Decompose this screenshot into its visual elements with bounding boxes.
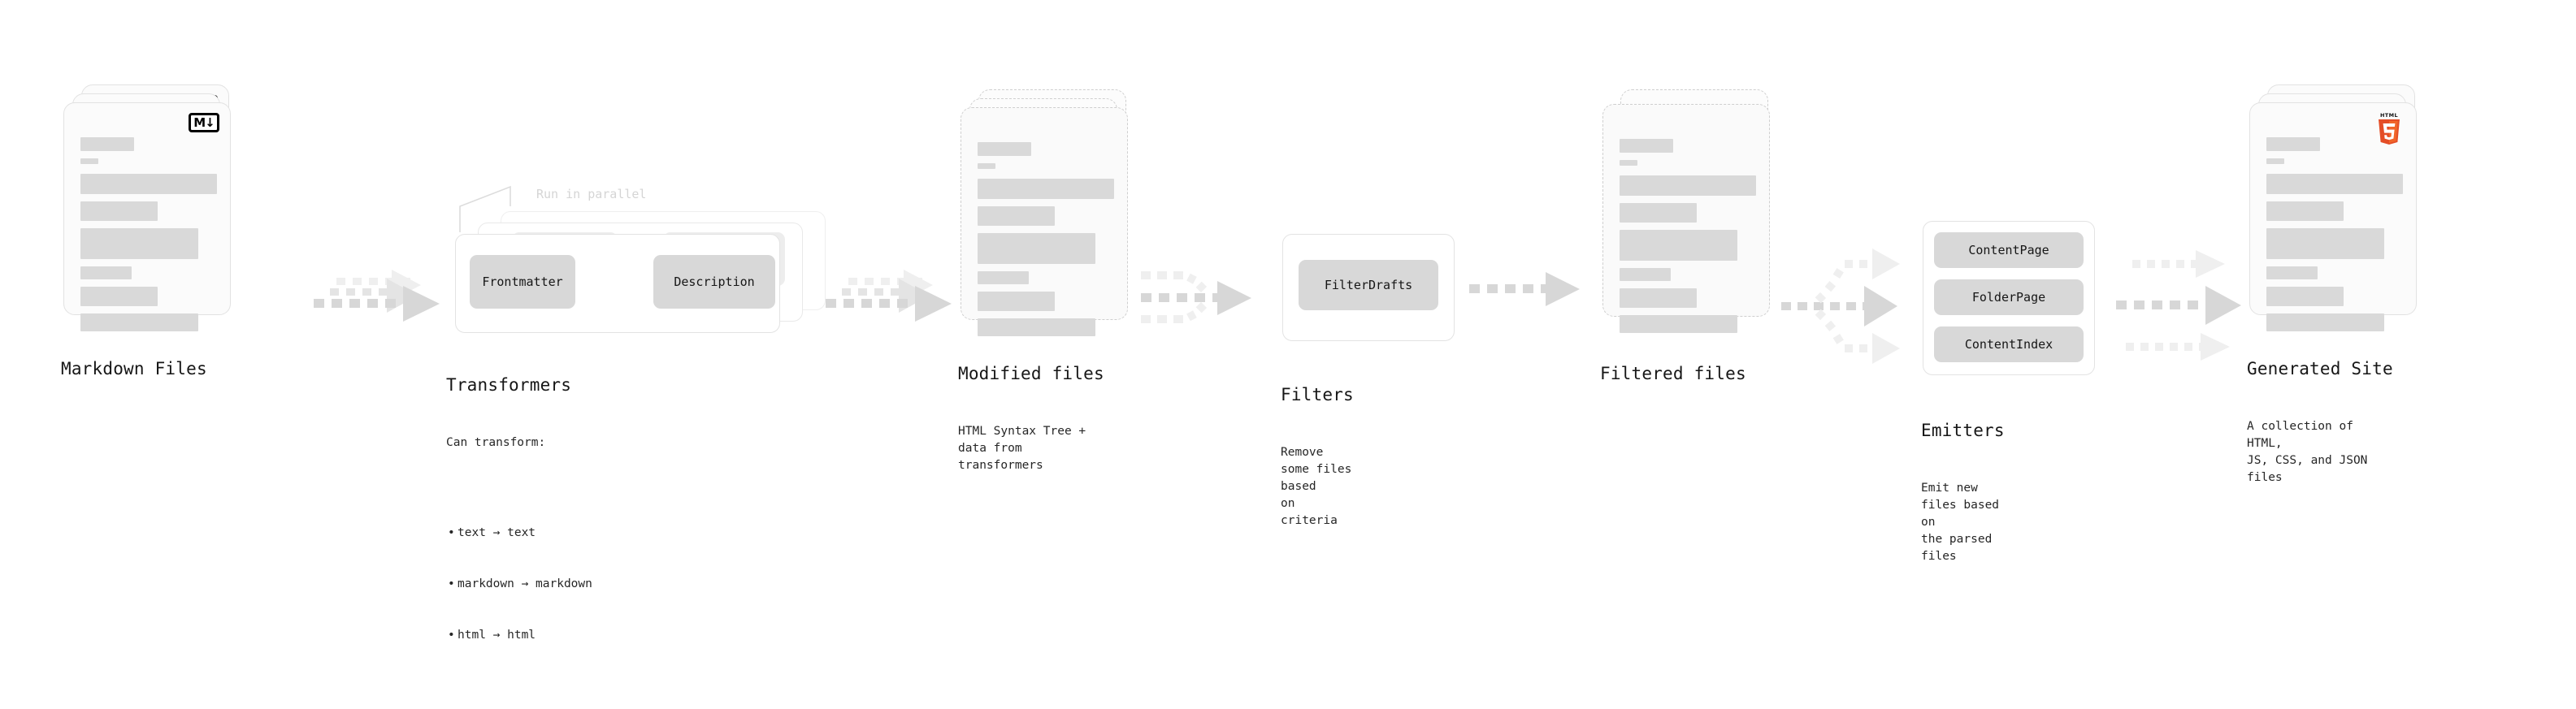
- forking-dotted-arrow-icon: [1781, 249, 1900, 364]
- skeleton-bar: [80, 137, 134, 151]
- stacked-dotted-arrow-icon: [314, 270, 440, 322]
- caption-filtered-files: Filtered files: [1600, 333, 1746, 415]
- stage-subtitle: Remove some files based on criteria: [1281, 446, 1352, 528]
- skeleton-bar: [1620, 315, 1737, 333]
- stage-title: Transformers: [446, 375, 572, 395]
- html5-badge: HTML: [2375, 111, 2403, 145]
- skeleton-bar: [1620, 139, 1673, 153]
- skeleton-bar: [1620, 203, 1697, 223]
- skeleton-bar: [978, 292, 1055, 311]
- skeleton-bar: [978, 271, 1029, 284]
- skeleton-bar: [2266, 158, 2284, 164]
- stacked-dotted-arrow-icon: [826, 270, 952, 322]
- caption-generated-site: Generated Site A collection of HTML, JS,…: [2247, 328, 2393, 517]
- document-skeleton-lines: [2266, 137, 2403, 339]
- skeleton-bar: [2266, 174, 2403, 194]
- arrow-markdown-to-transformers: [307, 270, 445, 339]
- skeleton-bar: [2266, 266, 2318, 279]
- skeleton-bar: [978, 206, 1055, 226]
- skeleton-bar: [2266, 201, 2344, 221]
- caption-filters: Filters Remove some files based on crite…: [1281, 354, 1354, 560]
- modified-file-front: [961, 107, 1128, 336]
- stage-title: Filters: [1281, 385, 1354, 404]
- skeleton-bar: [1620, 175, 1756, 196]
- transform-list: text → text markdown → markdown html → h…: [446, 491, 592, 678]
- markdown-file-front: M↓: [63, 102, 231, 331]
- document-skeleton-lines: [1620, 139, 1756, 340]
- skeleton-bar: [2266, 137, 2320, 151]
- dotted-arrow-icon: [1469, 272, 1580, 306]
- skeleton-bar: [80, 287, 158, 306]
- stage-title: Modified files: [958, 364, 1104, 383]
- skeleton-bar: [978, 318, 1095, 336]
- skeleton-bar: [80, 228, 198, 259]
- arrow-emitters-to-site: [2105, 236, 2243, 374]
- svg-text:HTML: HTML: [2380, 112, 2398, 119]
- document-skeleton-lines: [978, 142, 1114, 344]
- skeleton-bar: [978, 233, 1095, 264]
- site-file-html: HTML: [2249, 102, 2417, 331]
- skeleton-bar: [978, 179, 1114, 199]
- html5-logo-icon: HTML: [2379, 112, 2400, 145]
- skeleton-bar: [1620, 268, 1671, 281]
- arrow-modified-to-filters: [1139, 262, 1261, 351]
- stage-subtitle: Emit new files based on the parsed files: [1921, 482, 2000, 564]
- skeleton-bar: [978, 163, 995, 169]
- arrow-filtered-to-emitters: [1780, 236, 1910, 374]
- caption-markdown-files: Markdown Files: [61, 328, 207, 410]
- skeleton-bar: [2266, 287, 2344, 306]
- run-in-parallel-label: Run in parallel: [536, 187, 647, 201]
- stage-title: Markdown Files: [61, 359, 207, 378]
- stage-title: Emitters: [1921, 421, 2005, 440]
- transformer-chip-description[interactable]: Description: [653, 255, 775, 309]
- skeleton-bar: [978, 142, 1031, 156]
- document-skeleton-lines: [80, 137, 217, 339]
- stage-subtitle: A collection of HTML, JS, CSS, and JSON …: [2247, 420, 2368, 485]
- pipeline-diagram: M↓ M↓ M↓ Markdown Files: [0, 0, 2576, 681]
- merging-dotted-arrow-icon: [1141, 271, 1251, 323]
- arrow-filters-to-filtered: [1468, 272, 1581, 309]
- caption-modified-files: Modified files HTML Syntax Tree + data f…: [958, 333, 1104, 505]
- skeleton-bar: [1620, 288, 1697, 308]
- stage-title: Filtered files: [1600, 364, 1746, 383]
- caption-emitters: Emitters Emit new files based on the par…: [1921, 390, 2005, 596]
- transform-list-item: text → text: [446, 525, 592, 542]
- skeleton-bar: [1620, 160, 1637, 166]
- emitter-chip-contentindex[interactable]: ContentIndex: [1934, 326, 2084, 362]
- caption-transformers: Transformers Can transform: text → text …: [446, 344, 592, 709]
- skeleton-bar: [80, 313, 198, 331]
- filter-chip-filterdrafts[interactable]: FilterDrafts: [1299, 260, 1438, 310]
- arrow-transformers-to-modified: [819, 270, 957, 339]
- skeleton-bar: [80, 174, 217, 194]
- markdown-badge-front: M↓: [189, 113, 219, 132]
- skeleton-bar: [1620, 230, 1737, 261]
- filtered-file-front: [1602, 104, 1770, 333]
- skeleton-bar: [80, 201, 158, 221]
- triple-dotted-arrow-icon: [2116, 250, 2241, 361]
- emitter-chip-contentpage[interactable]: ContentPage: [1934, 232, 2084, 268]
- stage-subtitle: Can transform:: [446, 436, 546, 450]
- stage-title: Generated Site: [2247, 359, 2393, 378]
- transformer-chip-frontmatter[interactable]: Frontmatter: [470, 255, 575, 309]
- skeleton-bar: [2266, 313, 2384, 331]
- run-in-parallel-bracket-icon: [459, 185, 511, 232]
- emitter-chip-folderpage[interactable]: FolderPage: [1934, 279, 2084, 315]
- skeleton-bar: [2266, 228, 2384, 259]
- stage-subtitle: HTML Syntax Tree + data from transformer…: [958, 425, 1086, 473]
- transform-list-item: markdown → markdown: [446, 576, 592, 593]
- transform-list-item: html → html: [446, 627, 592, 644]
- markdown-logo-icon: M↓: [189, 113, 219, 132]
- skeleton-bar: [80, 266, 132, 279]
- skeleton-bar: [80, 158, 98, 164]
